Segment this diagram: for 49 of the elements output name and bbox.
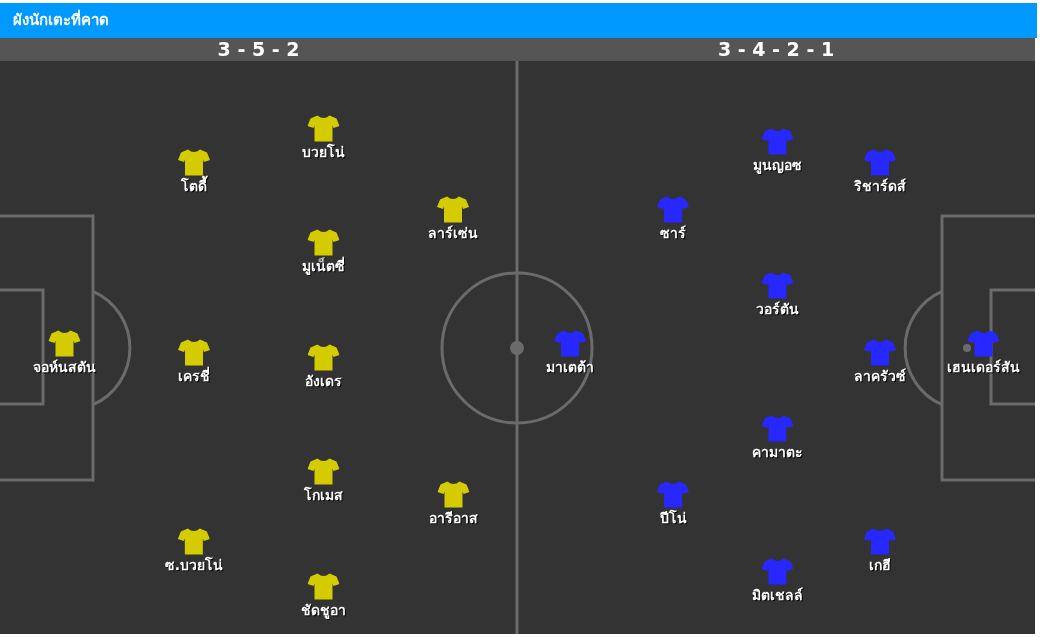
player-token: [751, 558, 803, 604]
player-name: มาเตต้า: [546, 358, 594, 376]
formation-header: 3 - 5 - 2: [0, 38, 517, 61]
player-token: [301, 229, 345, 275]
player-name: ซ.บวยโน่: [164, 556, 224, 574]
player-name: ชัดชูอา: [300, 601, 346, 619]
player-name: โกเมส: [303, 486, 343, 504]
player-token: [428, 481, 478, 527]
player-token: [752, 128, 802, 174]
player-token: [300, 573, 346, 619]
player-name: วอร์ตัน: [755, 300, 799, 318]
player-name: เกฮี: [869, 556, 891, 574]
player-token: [178, 149, 210, 195]
player-token: [304, 344, 342, 390]
formation-header: 3 - 4 - 2 - 1: [517, 38, 1035, 61]
player-name: บวยโน่: [301, 143, 345, 161]
player-name: มิตเชลล์: [751, 586, 803, 604]
player-name: อารีอาส: [428, 509, 478, 527]
player-name: คามาตะ: [751, 443, 803, 461]
player-token: [546, 330, 594, 376]
player-name: ริชาร์ดส์: [854, 177, 906, 195]
player-name: ลาร์เซ่น: [428, 224, 478, 242]
player-token: [164, 528, 224, 574]
title-bar: ผังนักเตะที่คาด: [0, 3, 1037, 38]
player-name: เฮนเดอร์สัน: [946, 358, 1020, 376]
player-token: [301, 115, 345, 161]
player-name: ซาร์: [660, 224, 686, 242]
player-name: มูเน็ตซี่: [301, 257, 345, 275]
player-token: [854, 149, 906, 195]
player-token: [946, 330, 1020, 376]
player-token: [864, 528, 896, 574]
player-token: [755, 272, 799, 318]
player-name: โตดี้: [181, 177, 207, 195]
player-name: จอห์นสตัน: [32, 358, 96, 376]
player-token: [854, 339, 906, 385]
player-token: [428, 196, 478, 242]
player-token: [657, 481, 689, 527]
pitch-half: [517, 38, 1035, 634]
pitch-half: [0, 38, 517, 634]
player-name: มูนญอซ: [752, 156, 802, 174]
player-token: [178, 339, 210, 385]
player-token: [303, 458, 343, 504]
player-token: [657, 196, 689, 242]
player-token: [32, 330, 96, 376]
player-name: ปีโน่: [659, 509, 687, 527]
player-token: [751, 415, 803, 461]
player-name: เครชี่: [178, 367, 210, 385]
player-name: ลาครัวซ์: [854, 367, 906, 385]
player-name: อังเดร: [304, 372, 342, 390]
